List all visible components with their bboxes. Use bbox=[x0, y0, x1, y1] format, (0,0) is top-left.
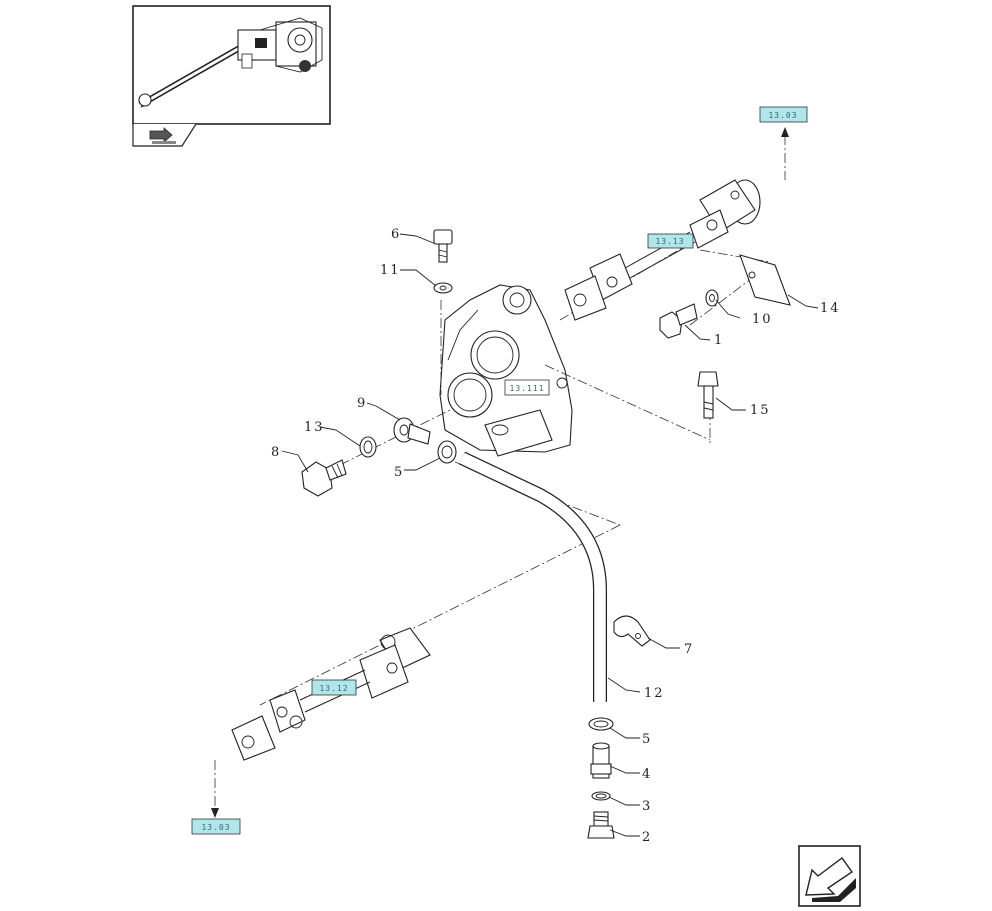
ref-tag-shaft-lower[interactable]: 13.12 bbox=[311, 679, 357, 696]
part-label-11: 11 bbox=[380, 263, 401, 278]
svg-text:13.12: 13.12 bbox=[319, 684, 348, 693]
ref-tag-top-right[interactable]: 13.03 bbox=[759, 106, 808, 123]
part-label-10: 10 bbox=[752, 312, 773, 327]
part-label-4: 4 bbox=[642, 767, 652, 782]
washer-11[interactable] bbox=[433, 282, 453, 294]
washer-10[interactable] bbox=[705, 289, 719, 307]
hose-clip-5-lower[interactable] bbox=[588, 717, 614, 731]
ref-tag-bottom-left[interactable]: 13.03 bbox=[191, 818, 241, 835]
oil-pipe-12[interactable] bbox=[458, 451, 607, 702]
bolt-15[interactable] bbox=[697, 371, 719, 419]
bolt-6[interactable] bbox=[433, 229, 453, 263]
ref-housing-label[interactable]: 13.111 bbox=[504, 379, 550, 396]
book-arrow-icon bbox=[149, 127, 176, 144]
part-label-7: 7 bbox=[684, 642, 694, 657]
part-label-5-lower: 5 bbox=[642, 732, 652, 747]
part-label-15: 15 bbox=[750, 403, 771, 418]
pipe-clamp-7[interactable] bbox=[613, 615, 651, 647]
bolt-1[interactable] bbox=[659, 303, 698, 339]
part-label-3: 3 bbox=[642, 799, 652, 814]
adapter-4[interactable] bbox=[590, 742, 612, 779]
banjo-fitting-9[interactable] bbox=[393, 417, 431, 445]
seal-3[interactable] bbox=[591, 791, 611, 801]
part-label-12: 12 bbox=[644, 686, 665, 701]
lower-drive-shaft bbox=[231, 627, 431, 761]
seal-ring-13[interactable] bbox=[359, 436, 377, 458]
part-label-8: 8 bbox=[271, 445, 281, 460]
part-label-1: 1 bbox=[714, 333, 724, 348]
part-label-5-upper: 5 bbox=[394, 465, 404, 480]
plate-14[interactable] bbox=[739, 254, 791, 306]
svg-text:13.03: 13.03 bbox=[201, 823, 230, 832]
next-page-arrow-icon bbox=[805, 857, 856, 902]
hose-clip-5-upper[interactable] bbox=[437, 440, 457, 464]
svg-text:13.13: 13.13 bbox=[655, 237, 684, 246]
part-label-14: 14 bbox=[820, 301, 841, 316]
part-label-9: 9 bbox=[357, 396, 367, 411]
assembly-thumbnail[interactable] bbox=[132, 5, 331, 147]
gearbox-housing bbox=[439, 284, 573, 457]
part-label-13: 13 bbox=[304, 420, 325, 435]
part-label-2: 2 bbox=[642, 830, 652, 845]
svg-text:13.03: 13.03 bbox=[768, 111, 797, 120]
banjo-bolt-8[interactable] bbox=[301, 459, 347, 497]
assembly-thumbnail-icon bbox=[138, 17, 323, 108]
ref-tag-shaft-upper[interactable]: 13.13 bbox=[647, 233, 694, 249]
svg-text:13.111: 13.111 bbox=[510, 384, 545, 393]
next-page-button[interactable] bbox=[798, 845, 861, 907]
part-label-6: 6 bbox=[391, 227, 401, 242]
upper-drive-shaft bbox=[559, 179, 761, 321]
plug-2[interactable] bbox=[587, 811, 615, 839]
